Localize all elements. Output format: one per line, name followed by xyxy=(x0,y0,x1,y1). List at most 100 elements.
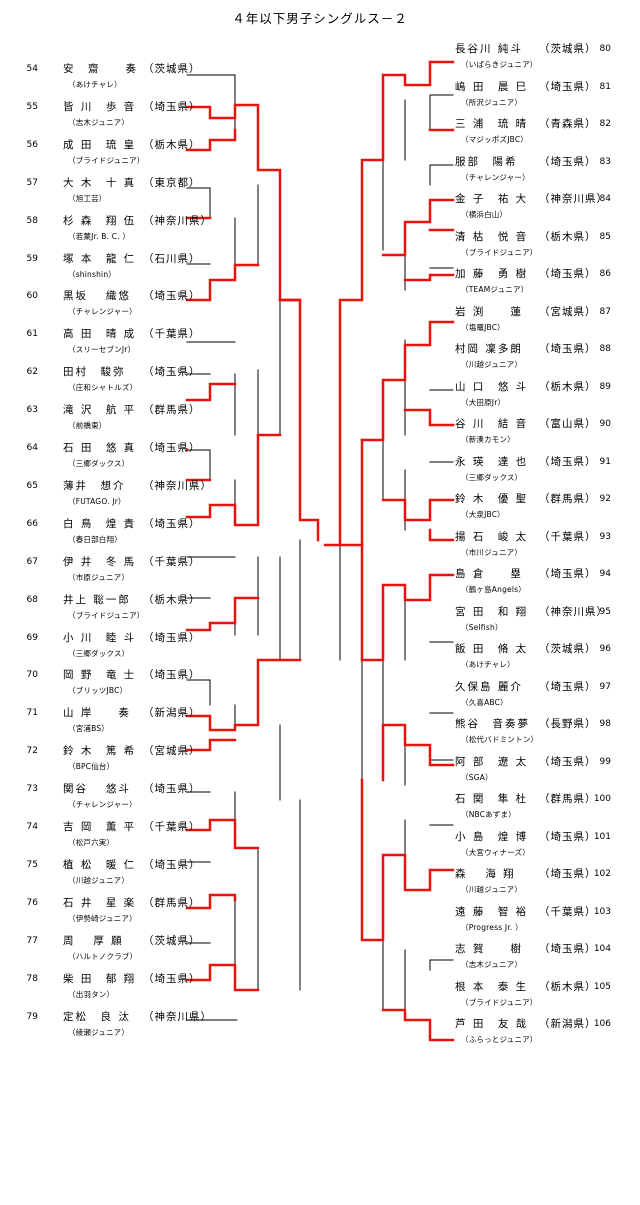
player-name: 服部 陽希 xyxy=(455,155,518,168)
player-number: 80 xyxy=(599,44,611,54)
player-club: （SGA） xyxy=(461,772,493,782)
player-number: 98 xyxy=(599,719,611,729)
player-club: （ブライドジュニア） xyxy=(68,155,145,165)
left-bracket-lines xyxy=(185,74,320,1021)
player-prefecture: （埼玉県） xyxy=(539,755,597,768)
player-prefecture: （新潟県） xyxy=(539,1018,597,1030)
player-number: 70 xyxy=(26,670,38,681)
player-prefecture: （埼玉県） xyxy=(539,830,597,843)
player-name: 森 海 翔 xyxy=(455,868,516,880)
player-name: 久保島 麗介 xyxy=(455,680,523,693)
player-prefecture: （茨城県） xyxy=(143,63,201,75)
player-prefecture: （神奈川県） xyxy=(143,479,212,492)
player-prefecture: （茨城県） xyxy=(143,934,201,947)
player-number: 71 xyxy=(26,708,38,719)
player-club: （三郷ダックス） xyxy=(68,459,130,468)
player-name: 杉 森 翔 伍 xyxy=(63,214,137,227)
player-club: （三郷ダックス） xyxy=(461,472,523,482)
player-prefecture: （群馬県） xyxy=(143,896,201,909)
player-club: （松戸六実） xyxy=(68,838,115,847)
player-name: 白 鳥 煌 貴 xyxy=(63,517,137,530)
player-prefecture: （東京都） xyxy=(143,176,201,189)
player-prefecture: （神奈川県） xyxy=(143,1010,212,1023)
player-prefecture: （埼玉県） xyxy=(143,858,201,871)
player-name: 高 田 晴 成 xyxy=(63,328,137,341)
player-club: （川越ジュニア） xyxy=(461,885,523,894)
player-prefecture: （富山県） xyxy=(539,418,597,430)
player-prefecture: （青森県） xyxy=(539,118,597,130)
player-number: 73 xyxy=(26,784,38,795)
player-name: 田村 駿弥 xyxy=(63,366,126,379)
player-club: （新湊カモン） xyxy=(461,435,515,444)
player-club: （市原ジュニア） xyxy=(68,572,130,582)
player-name: 遠 藤 智 裕 xyxy=(455,905,529,918)
player-club: （大宮ウィナーズ） xyxy=(461,847,530,857)
player-name: 熊谷 音奏夢 xyxy=(455,718,530,730)
player-prefecture: （埼玉県） xyxy=(539,680,597,693)
player-number: 85 xyxy=(599,231,611,242)
player-number: 99 xyxy=(599,756,611,767)
player-number: 92 xyxy=(599,494,611,504)
player-club: （横浜白山） xyxy=(461,210,508,219)
player-prefecture: （千葉県） xyxy=(143,555,201,568)
player-prefecture: （埼玉県） xyxy=(539,80,597,93)
player-number: 84 xyxy=(599,194,611,204)
player-name: 谷 川 結 音 xyxy=(455,418,529,430)
player-number: 91 xyxy=(599,456,611,467)
player-prefecture: （埼玉県） xyxy=(539,943,597,955)
player-name: 岩 渕 蓮 xyxy=(455,305,523,318)
player-prefecture: （新潟県） xyxy=(143,707,201,720)
player-prefecture: （千葉県） xyxy=(143,328,201,341)
player-prefecture: （埼玉県） xyxy=(539,568,597,580)
player-prefecture: （石川県） xyxy=(143,252,201,265)
player-number: 89 xyxy=(599,381,611,392)
player-name: 小 島 煌 博 xyxy=(455,830,529,843)
player-number: 54 xyxy=(26,64,38,74)
player-number: 79 xyxy=(26,1011,38,1022)
player-club: （あけチャレ） xyxy=(461,660,515,669)
right-bracket-lines xyxy=(323,60,455,1042)
player-name: 小 川 睦 斗 xyxy=(63,631,137,644)
player-club: （ブリッツJBC） xyxy=(68,686,128,696)
player-number: 77 xyxy=(26,935,38,946)
player-name: 関谷 悠斗 xyxy=(63,783,131,796)
player-name: 山 岸 奏 xyxy=(63,707,131,720)
player-club: （Selfish） xyxy=(461,622,503,632)
player-name: 揚 石 峻 太 xyxy=(455,530,529,543)
player-club: （春日部白翔） xyxy=(68,534,122,544)
player-prefecture: （栃木県） xyxy=(539,980,597,993)
page-title: ４年以下男子シングルス－２ xyxy=(232,11,408,26)
player-club: （shinshin） xyxy=(68,269,116,279)
player-name: 成 田 琉 皇 xyxy=(63,138,137,151)
player-name: 阿 部 遼 太 xyxy=(455,755,529,768)
player-name: 植 松 暖 仁 xyxy=(63,858,137,871)
player-number: 74 xyxy=(26,822,38,832)
player-number: 65 xyxy=(26,480,38,491)
player-prefecture: （埼玉県） xyxy=(143,366,201,379)
player-number: 56 xyxy=(26,139,38,150)
player-name: 根 本 泰 生 xyxy=(455,980,529,993)
player-name: 大 木 十 真 xyxy=(63,176,137,189)
player-name: 石 井 星 楽 xyxy=(63,896,137,909)
player-number: 90 xyxy=(599,419,611,429)
player-prefecture: （埼玉県） xyxy=(143,669,201,682)
player-club: （若葉Jr. B. C. ） xyxy=(68,231,131,241)
player-prefecture: （群馬県） xyxy=(539,493,597,505)
player-prefecture: （埼玉県） xyxy=(143,783,201,796)
player-club: （あけチャレ） xyxy=(68,80,122,89)
player-number: 86 xyxy=(599,269,611,279)
player-prefecture: （宮城県） xyxy=(143,745,201,758)
player-prefecture: （埼玉県） xyxy=(143,290,201,303)
player-club: （志木ジュニア） xyxy=(68,117,130,127)
player-club: （Progress Jr. ） xyxy=(461,922,523,932)
player-club: （伊勢崎ジュニア） xyxy=(68,913,137,923)
player-number: 106 xyxy=(593,1019,611,1029)
player-prefecture: （埼玉県） xyxy=(143,442,201,454)
player-number: 105 xyxy=(593,981,611,992)
player-number: 58 xyxy=(26,215,38,226)
player-club: （久喜ABC） xyxy=(461,697,508,707)
player-name: 薄井 想介 xyxy=(63,479,126,492)
player-number: 101 xyxy=(593,831,611,842)
player-prefecture: （茨城県） xyxy=(539,643,597,655)
